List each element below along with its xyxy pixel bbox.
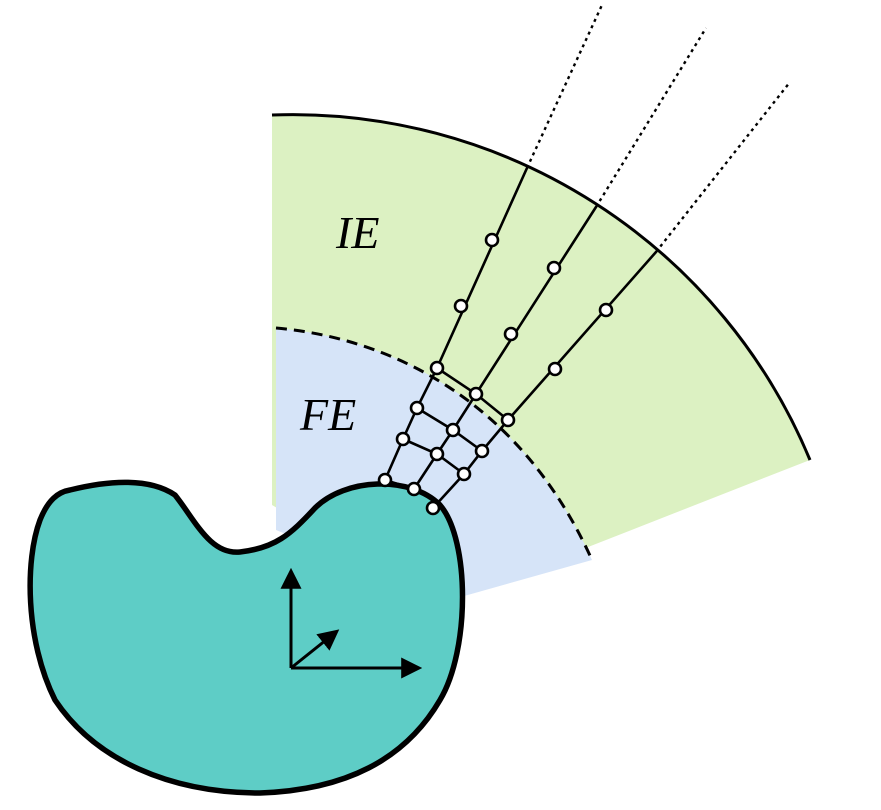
fe-ie-interface-arc bbox=[275, 326, 594, 561]
mesh-line bbox=[412, 392, 478, 491]
infinite-ray-dotted bbox=[594, 27, 708, 208]
mesh-node bbox=[445, 422, 461, 438]
mesh-node bbox=[429, 446, 445, 462]
mesh-node bbox=[456, 466, 472, 482]
ie-nodes bbox=[453, 232, 614, 377]
mesh-node bbox=[406, 481, 422, 497]
axes-icon bbox=[280, 567, 423, 679]
ie-label: IE bbox=[335, 207, 379, 258]
infinite-element-ray bbox=[506, 250, 658, 422]
infinite-element-ray bbox=[474, 205, 598, 396]
ie-node bbox=[598, 302, 614, 318]
ie-node bbox=[546, 260, 562, 276]
mesh-node bbox=[500, 412, 516, 428]
mesh-node bbox=[468, 386, 484, 402]
scatterer-body bbox=[27, 479, 466, 796]
mesh-node bbox=[429, 360, 445, 376]
mesh-line bbox=[431, 418, 510, 510]
fe-nodes bbox=[377, 360, 516, 516]
infinite-ray-dotted bbox=[525, 4, 604, 169]
fe-label: FE bbox=[299, 389, 356, 440]
mesh-node bbox=[425, 500, 441, 516]
mesh-node bbox=[474, 443, 490, 459]
outer-boundary-arc bbox=[271, 113, 812, 461]
mesh-node bbox=[377, 472, 393, 488]
ie-node bbox=[453, 298, 469, 314]
infinite-element-ray bbox=[435, 166, 529, 370]
mesh-node bbox=[395, 431, 411, 447]
ie-node bbox=[547, 361, 563, 377]
mesh-node bbox=[409, 400, 425, 416]
ie-node bbox=[484, 232, 500, 248]
ie-node bbox=[503, 326, 519, 342]
infinite-ray-dotted bbox=[655, 81, 791, 253]
mesh-line bbox=[383, 366, 439, 482]
